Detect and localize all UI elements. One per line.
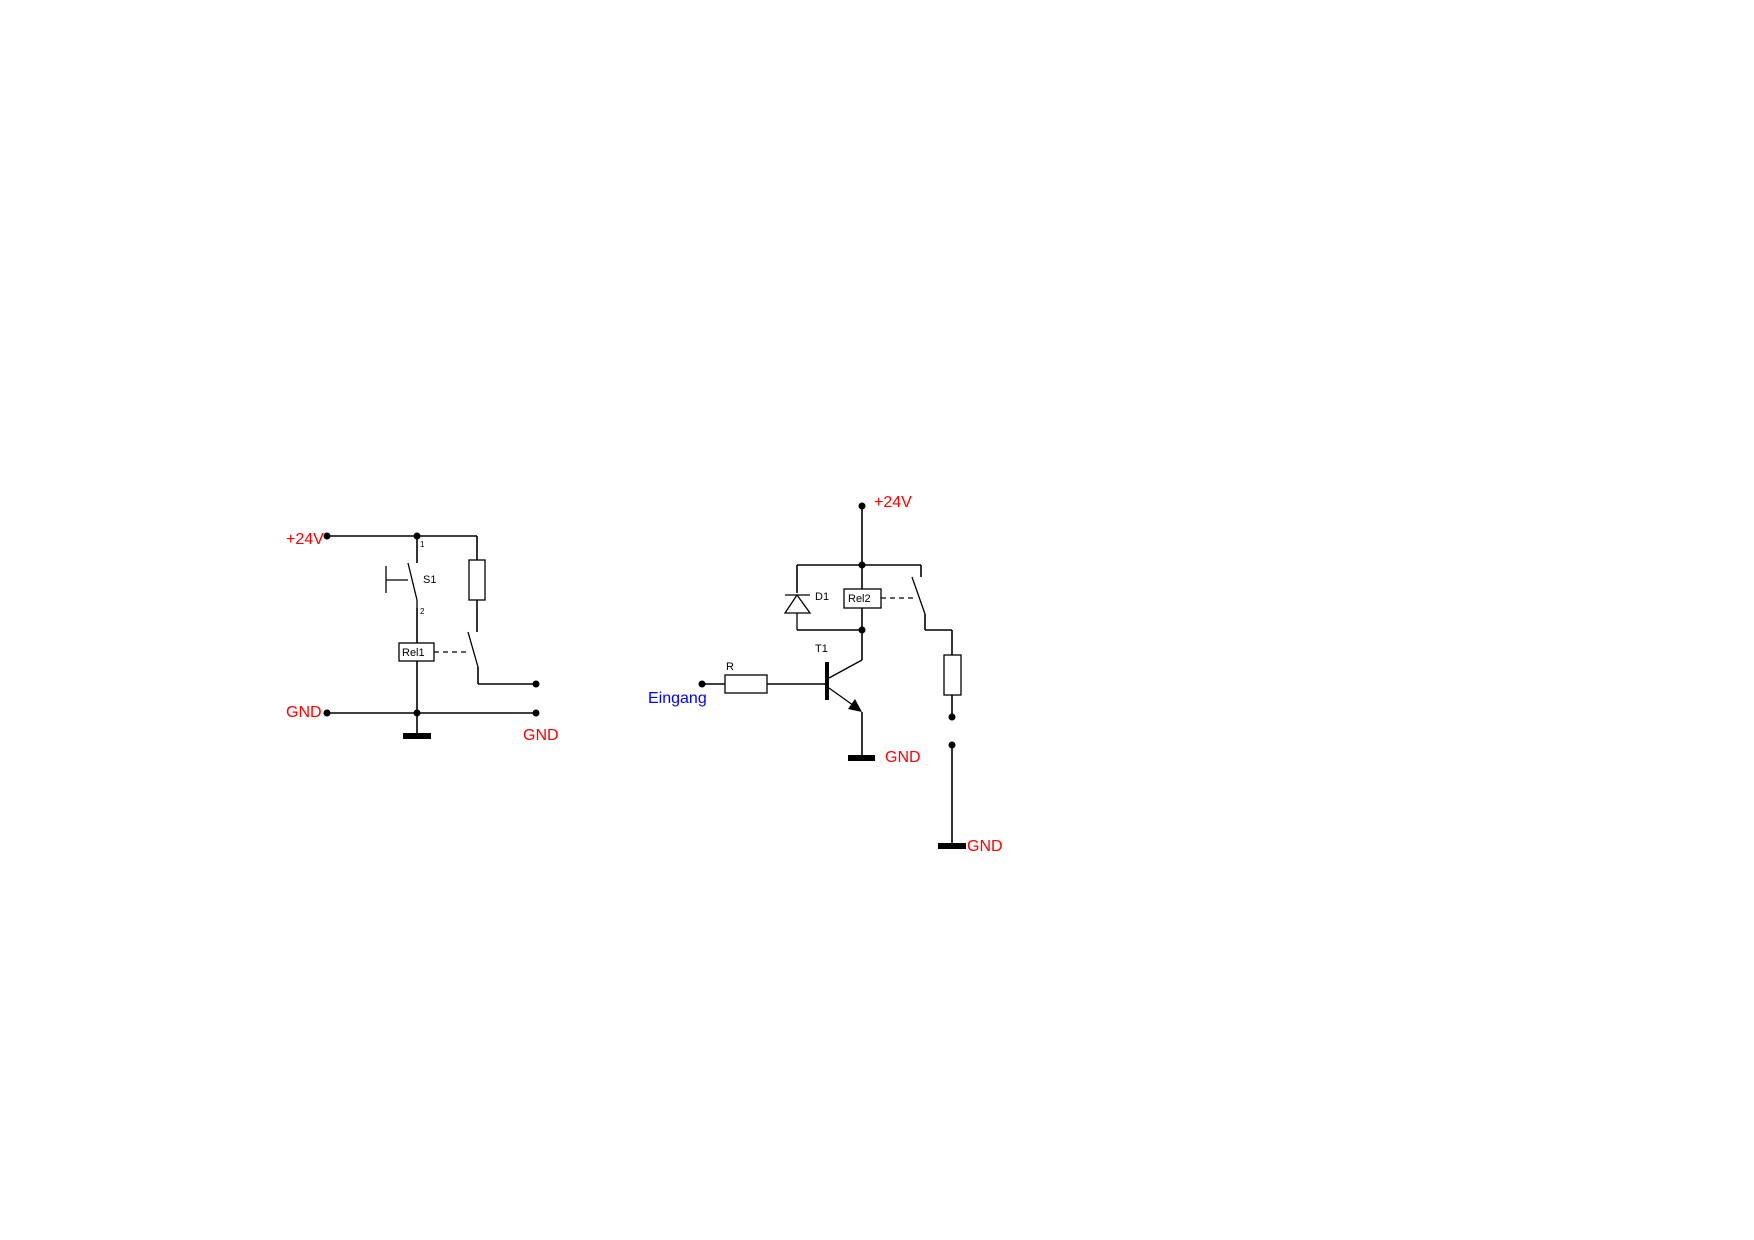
ground-symbol-load [938,843,966,849]
gnd-label-left: GND [286,704,322,721]
gnd-label-load: GND [967,838,1003,855]
ground-symbol-transistor [848,755,875,761]
diode-d1 [783,593,812,630]
output-terminal-left [532,680,540,688]
gnd-label-transistor: GND [885,749,921,766]
resistor-r-label: R [726,661,734,673]
gnd-label-left-output: GND [523,727,559,744]
gnd-junction-left [413,709,421,717]
ground-symbol-left [403,733,431,739]
gnd-terminal-left-b [532,709,540,717]
switch-pin-1: 1 [420,540,425,549]
input-label: Eingang [648,690,707,707]
left-circuit: +24V 1 S1 2 Rel1 GN [286,531,559,744]
supply-label-left: +24V [286,531,324,548]
switch-label-s1: S1 [423,574,436,586]
transistor-collector-lead [828,659,863,679]
transistor-emitter-arrow [848,699,862,712]
fuse-left-box [468,559,486,601]
load-terminal-top [948,713,956,721]
pushbutton-s1 [385,562,418,608]
resistor-r-box [724,674,768,694]
relay-rel2-label: Rel2 [848,593,871,605]
transistor-t1-base-bar [825,662,829,700]
fuse-right-box [943,654,962,696]
right-circuit: +24V D1 Rel2 GND [648,494,1003,855]
gnd-terminal-left-a [323,709,331,717]
relay-rel2-contact [911,576,926,615]
transistor-t1-label: T1 [815,643,828,655]
switch-pin-2: 2 [420,607,425,616]
diode-d1-label: D1 [815,591,829,603]
relay-rel1-contact [467,631,479,668]
supply-terminal-left [323,532,331,540]
supply-label-right: +24V [874,494,912,511]
relay-rel1-label: Rel1 [402,647,425,659]
